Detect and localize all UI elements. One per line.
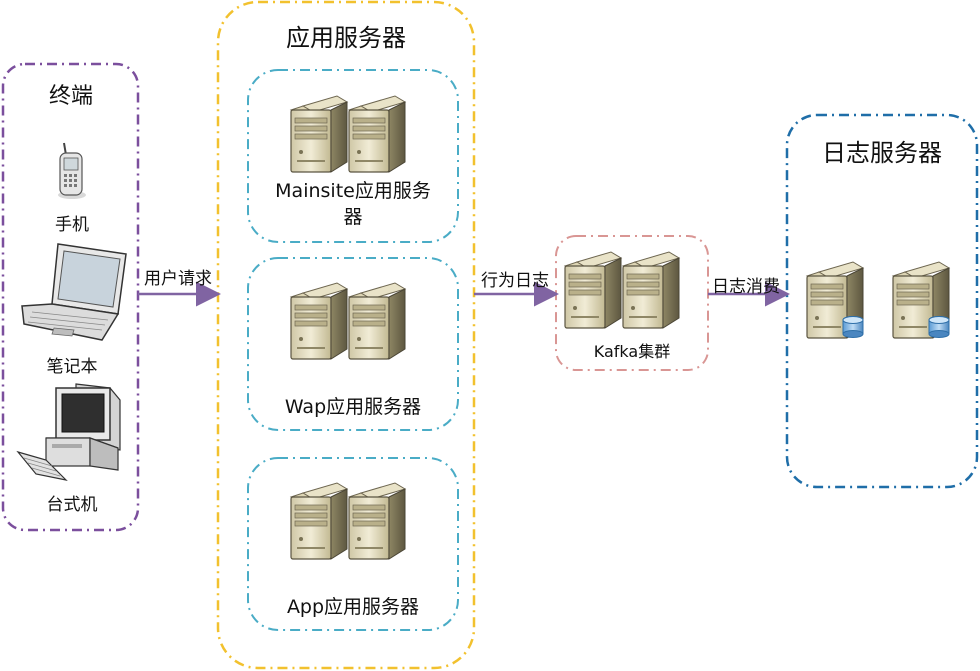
log-servers-title: 日志服务器	[822, 139, 942, 167]
device-label-laptop: 笔记本	[46, 357, 98, 377]
app-servers-container	[216, 0, 476, 670]
mainsite-group-label-line1: Mainsite应用服务	[275, 180, 431, 202]
mainsite-group-label-line2: 器	[343, 206, 363, 228]
server-icon	[290, 482, 348, 560]
database-server-icon	[807, 262, 863, 338]
server-icon	[622, 251, 680, 329]
behavior-log-label: 行为日志	[481, 271, 549, 291]
device-label-phone: 手机	[55, 215, 89, 235]
wap-group-label: Wap应用服务器	[284, 396, 422, 418]
kafka-container	[555, 235, 709, 371]
log-consume-label: 日志消费	[712, 277, 780, 297]
laptop-icon	[21, 243, 127, 341]
desktop-computer-icon	[16, 383, 121, 481]
server-icon	[564, 251, 622, 329]
user-request-label: 用户请求	[144, 269, 212, 289]
server-icon	[290, 95, 348, 173]
kafka-label: Kafka集群	[593, 342, 671, 361]
app-group-box	[247, 457, 459, 631]
terminals-title: 终端	[48, 84, 93, 109]
database-server-icon	[893, 262, 949, 338]
server-icon	[348, 482, 406, 560]
log-servers-container	[785, 113, 979, 489]
app-servers-title: 应用服务器	[286, 24, 406, 52]
server-icon	[290, 282, 348, 360]
server-icon	[348, 282, 406, 360]
terminals-container	[1, 62, 140, 532]
server-icon	[348, 95, 406, 173]
mobile-phone-icon	[58, 142, 86, 199]
app-group-label: App应用服务器	[286, 596, 420, 618]
mainsite-group-box	[247, 69, 459, 243]
wap-group-box	[247, 257, 459, 431]
device-label-desktop: 台式机	[46, 495, 98, 515]
